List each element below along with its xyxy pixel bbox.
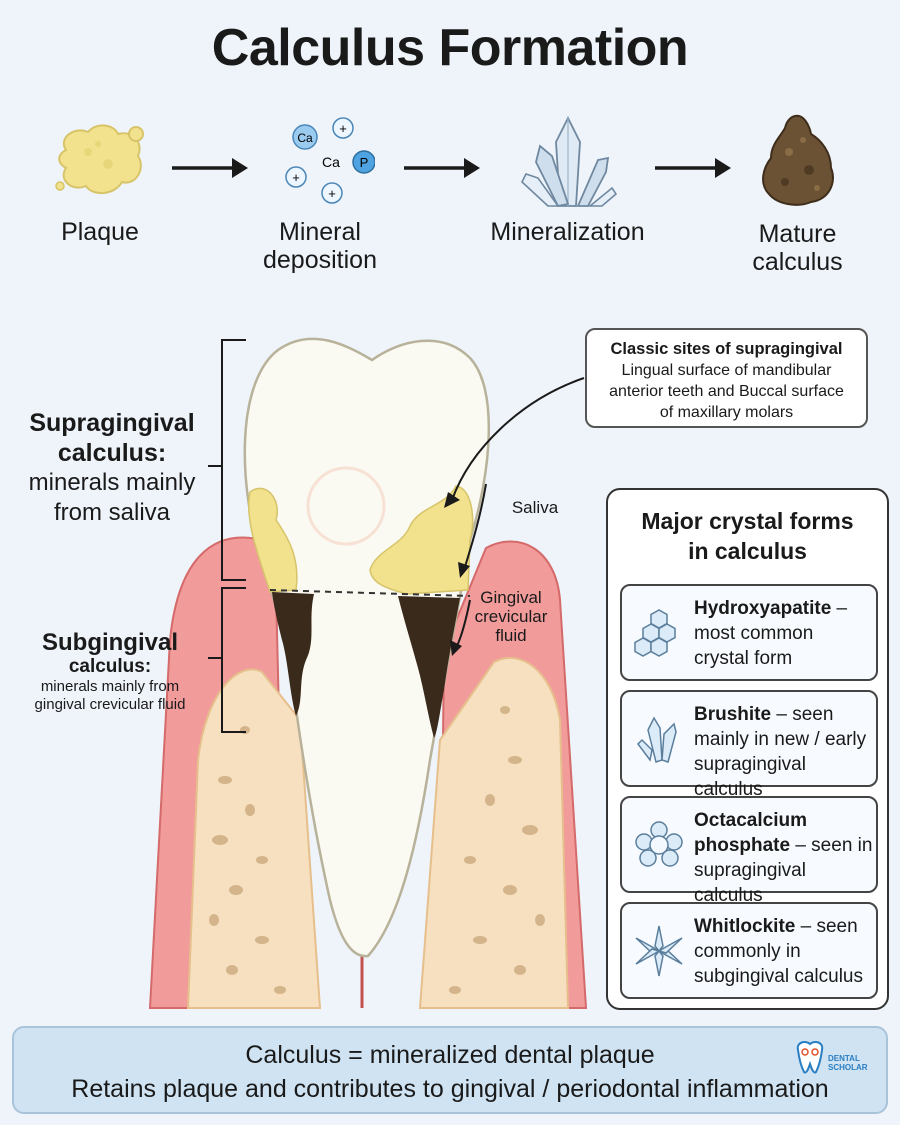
crystal-forms-heading: Major crystal forms in calculus	[608, 506, 887, 566]
arrow-icon	[655, 158, 731, 178]
supragingival-desc-2: from saliva	[53, 499, 171, 526]
prism-crystal-icon	[637, 716, 677, 763]
supragingival-bracket	[208, 339, 246, 733]
ion-p: P	[360, 155, 369, 170]
summary-line-1: Calculus = mineralized dental plaque	[245, 1041, 655, 1069]
hexagon-lattice-icon	[634, 609, 676, 657]
crystal-name-brushite: Brushite	[694, 704, 772, 725]
crystal-desc: crystal form	[694, 648, 793, 669]
logo-line-2: SCHOLAR	[828, 1063, 868, 1072]
supragingival-calculus	[247, 487, 298, 593]
supragingival-name-1: Supragingival	[29, 409, 195, 437]
bone-trabeculae	[209, 706, 545, 994]
subgingival-calculus	[398, 596, 460, 738]
page-title: Calculus Formation	[211, 19, 689, 77]
crystal-desc: supragingival calculus	[694, 754, 806, 800]
crystal-desc: – seen	[771, 704, 834, 725]
classic-sites-title: Classic sites of supragingival	[610, 340, 843, 358]
crystal-forms-panel: Major crystal forms in calculus Hydroxya…	[606, 488, 889, 1010]
sphere-cluster-icon	[635, 821, 683, 867]
stage-mineral-deposition: Ca + Ca P + + Mineral deposition	[255, 115, 385, 274]
logo-text: DENTAL SCHOLAR	[828, 1054, 868, 1072]
supragingival-calculus	[369, 485, 474, 595]
crystal-text-whitlockite: Whitlockite – seen commonly in subgingiv…	[694, 914, 878, 989]
supragingival-label: Supragingival calculus: minerals mainly …	[12, 408, 212, 528]
star-crystal-icon	[635, 925, 683, 977]
crystal-desc: subgingival calculus	[694, 966, 863, 987]
dental-scholar-logo: DENTAL SCHOLAR	[794, 1040, 868, 1081]
supragingival-name-2: calculus:	[57, 439, 167, 467]
subgingival-label: Subgingival calculus: minerals mainly fr…	[10, 630, 210, 714]
subgingival-desc-1: minerals mainly from	[40, 678, 180, 695]
stage-plaque: Plaque	[40, 120, 160, 246]
crystal-card-hydroxyapatite: Hydroxyapatite – most common crystal for…	[620, 584, 878, 681]
crystal-card-octacalcium: Octacalcium phosphate – seen in supragin…	[620, 796, 878, 906]
crystal-name-hydroxyapatite: Hydroxyapatite	[694, 598, 832, 619]
stage-mineralization: Mineralization	[480, 112, 655, 246]
subgingival-name-1: Subgingival	[41, 629, 178, 656]
summary-banner: Calculus = mineralized dental plaque Ret…	[12, 1026, 888, 1114]
subgingival-name-2: calculus:	[68, 656, 152, 677]
subgingival-calculus	[272, 592, 314, 716]
ion-ca-1: Ca	[297, 131, 313, 145]
crystal-desc: mainly in new / early	[694, 729, 867, 750]
mineral-ions-icon: Ca + Ca P + +	[285, 117, 375, 204]
crystal-forms-heading-2: in calculus	[688, 538, 807, 564]
arrow-icon	[172, 158, 248, 178]
crystal-forms-heading-1: Major crystal forms	[641, 508, 854, 534]
calculus-stone-icon	[761, 114, 834, 206]
crystal-cluster-icon	[520, 115, 617, 208]
logo-line-1: DENTAL	[828, 1054, 860, 1063]
crystal-desc: –	[831, 598, 848, 619]
stage-mature-calculus: Mature calculus	[735, 112, 860, 276]
classic-sites-callout: Classic sites of supragingival Lingual s…	[585, 328, 868, 428]
stage-label-mature-calculus: Mature calculus	[752, 220, 843, 276]
stage-label-plaque: Plaque	[61, 218, 139, 246]
summary-line-2: Retains plaque and contributes to gingiv…	[71, 1075, 829, 1103]
crystal-desc: – seen in	[790, 835, 873, 856]
classic-sites-line-3: of maxillary molars	[659, 404, 794, 421]
stage-label-mineral-deposition: Mineral deposition	[263, 218, 377, 274]
supragingival-desc-1: minerals mainly	[28, 469, 196, 496]
crystal-card-brushite: Brushite – seen mainly in new / early su…	[620, 690, 878, 800]
gcf-label: Gingival crevicular fluid	[474, 588, 548, 645]
subgingival-desc-2: gingival crevicular fluid	[34, 696, 186, 713]
crystal-name-octacalcium: Octacalcium	[694, 810, 807, 831]
crystal-desc: most common	[694, 623, 814, 644]
classic-sites-line-2: anterior teeth and Buccal surface	[609, 383, 844, 400]
crystal-text-octacalcium: Octacalcium phosphate – seen in supragin…	[694, 808, 878, 908]
arrow-icon	[404, 158, 480, 178]
plaque-icon	[55, 124, 144, 194]
ion-plus-1: +	[339, 121, 347, 136]
crystal-name-phosphate: phosphate	[694, 835, 791, 856]
ion-plus-2: +	[292, 170, 300, 185]
crystal-desc: commonly in	[694, 941, 801, 962]
alveolar-bone	[186, 668, 322, 1009]
alveolar-bone	[418, 656, 570, 1009]
tooth-cross-section-diagram	[148, 337, 588, 1009]
stage-label-mineralization: Mineralization	[490, 218, 645, 246]
ion-plus-3: +	[328, 186, 336, 201]
crystal-text-hydroxyapatite: Hydroxyapatite – most common crystal for…	[694, 596, 878, 671]
crystal-card-whitlockite: Whitlockite – seen commonly in subgingiv…	[620, 902, 878, 999]
crystal-name-whitlockite: Whitlockite	[694, 916, 796, 937]
crystal-desc: – seen	[795, 916, 858, 937]
classic-sites-line-1: Lingual surface of mandibular	[621, 362, 832, 379]
crystal-text-brushite: Brushite – seen mainly in new / early su…	[694, 702, 878, 802]
saliva-label: Saliva	[511, 498, 559, 517]
crystal-desc: supragingival calculus	[694, 860, 806, 906]
tooth-mascot-icon	[796, 1041, 824, 1074]
ion-ca-2: Ca	[322, 154, 340, 170]
